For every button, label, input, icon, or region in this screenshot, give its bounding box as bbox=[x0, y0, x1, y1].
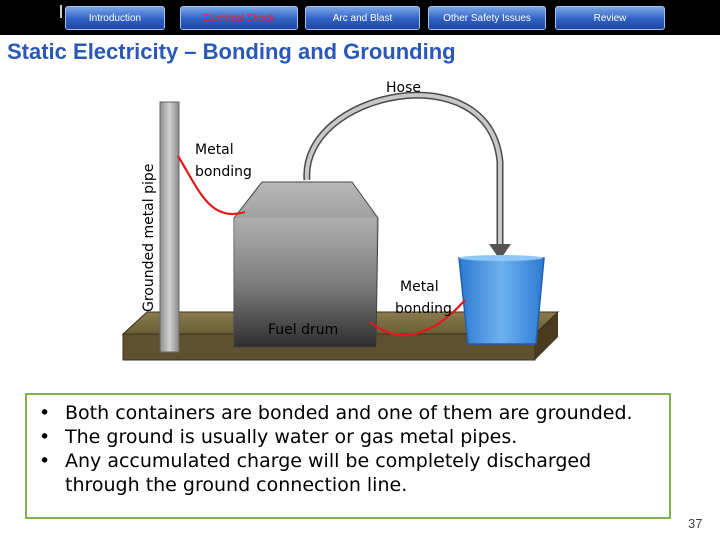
slide-title: Static Electricity – Bonding and Groundi… bbox=[7, 39, 456, 64]
nav-marker bbox=[60, 5, 62, 18]
tab-electrical-shock[interactable]: Electrical Shock bbox=[180, 6, 298, 30]
bonding-wire-drum-to-bucket bbox=[369, 299, 466, 337]
bullet-text: Both containers are bonded and one of th… bbox=[65, 402, 633, 424]
bucket bbox=[458, 255, 545, 345]
pipe-label: Grounded metal pipe bbox=[141, 164, 157, 312]
tab-introduction[interactable]: Introduction bbox=[65, 6, 165, 30]
bonding-label-2-line2: bonding bbox=[395, 301, 452, 317]
tab-arc-and-blast[interactable]: Arc and Blast bbox=[305, 6, 420, 30]
page-number: 37 bbox=[688, 516, 703, 531]
bonding-label-1-line2: bonding bbox=[195, 164, 252, 180]
bonding-diagram: Hose Grounded metal pipe Metal bonding M… bbox=[121, 80, 560, 361]
bullet-box: •Both containers are bonded and one of t… bbox=[25, 393, 671, 519]
bonding-wire-pipe-to-drum bbox=[177, 155, 246, 215]
bonding-label-1-line1: Metal bbox=[195, 142, 234, 158]
drum-label: Fuel drum bbox=[268, 322, 338, 338]
bullet-item: •Any accumulated charge will be complete… bbox=[39, 450, 592, 496]
bullet-text: Any accumulated charge will be completel… bbox=[65, 450, 592, 496]
grounded-metal-pipe bbox=[159, 101, 180, 353]
tab-other-safety-issues[interactable]: Other Safety Issues bbox=[428, 6, 546, 30]
hose-label: Hose bbox=[386, 80, 421, 96]
title-bar bbox=[0, 37, 720, 73]
hose-nozzle-arrow bbox=[489, 244, 511, 260]
bullet-item: •The ground is usually water or gas meta… bbox=[39, 426, 518, 448]
fuel-drum bbox=[233, 181, 379, 348]
bullet-text: The ground is usually water or gas metal… bbox=[65, 426, 518, 448]
tab-review[interactable]: Review bbox=[555, 6, 665, 30]
bullet-item: •Both containers are bonded and one of t… bbox=[39, 402, 633, 424]
bonding-label-2-line1: Metal bbox=[400, 279, 439, 295]
